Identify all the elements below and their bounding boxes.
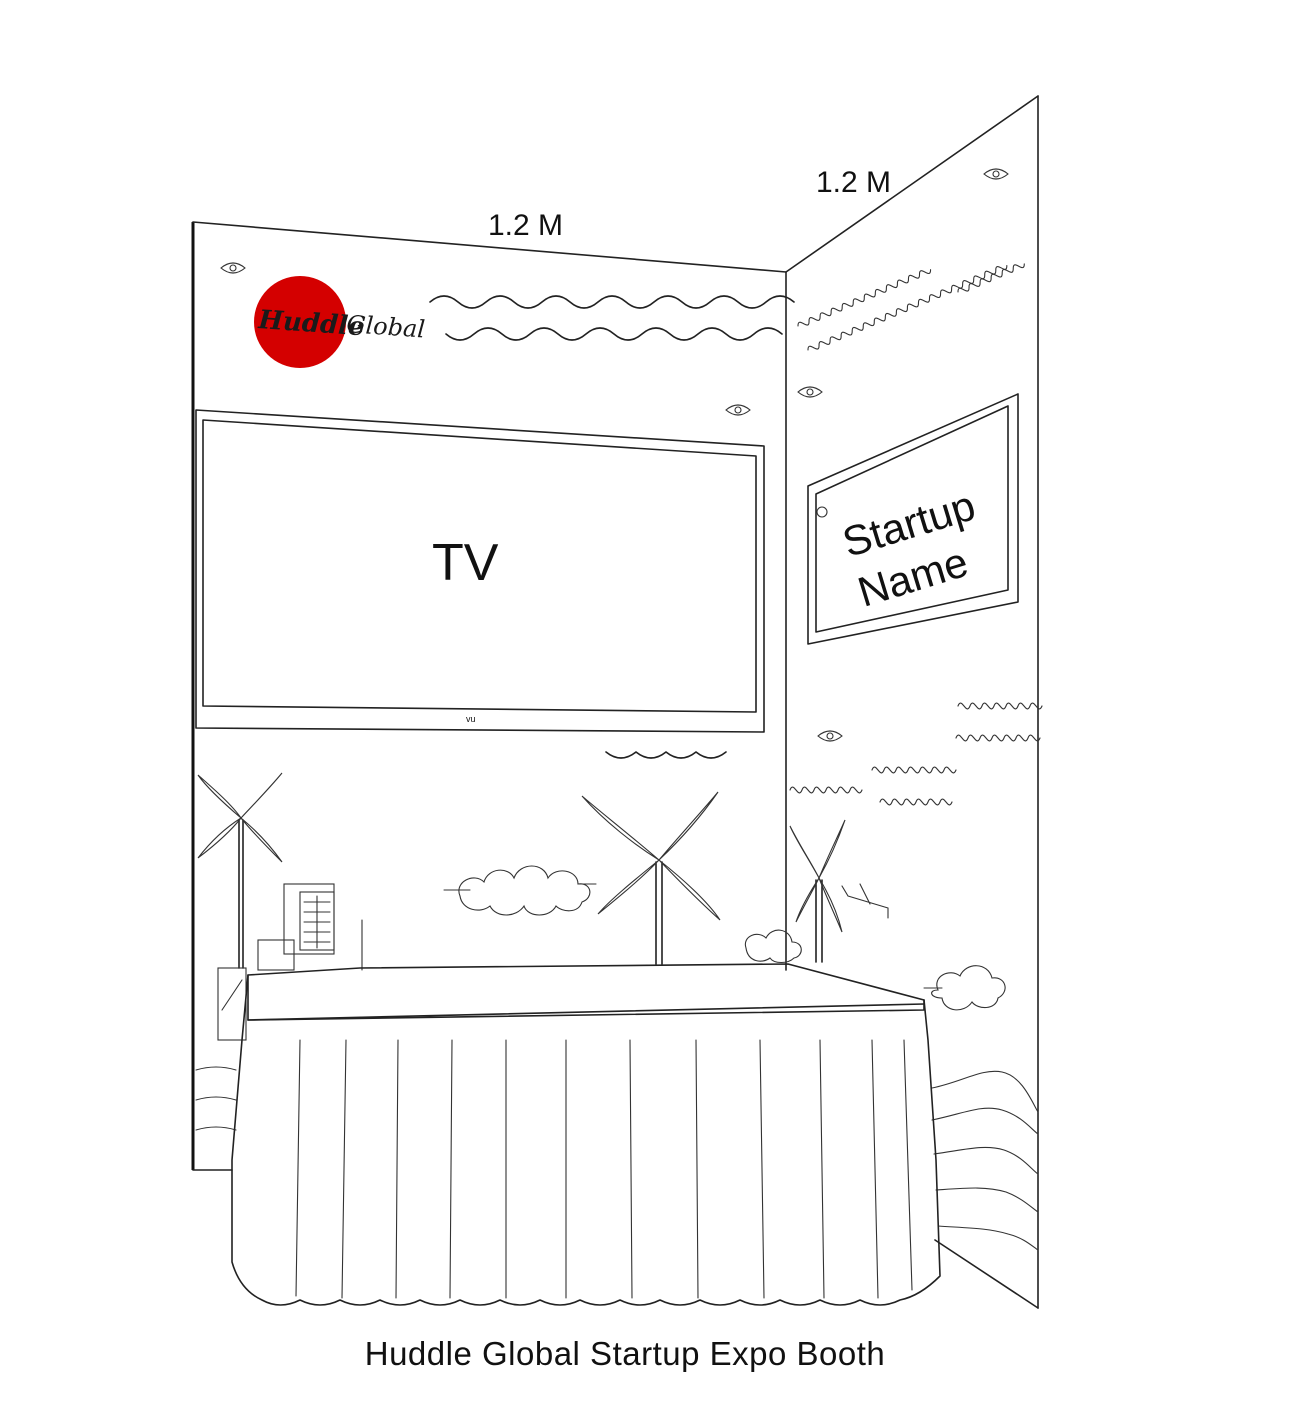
eye-icon	[817, 730, 843, 742]
side-wall: 1.2 M	[785, 95, 1039, 1309]
logo-brand-part2: Global	[346, 310, 426, 343]
wave-doodle	[429, 295, 795, 759]
windmill-icon	[197, 772, 283, 969]
back-wall-dimension-label: 1.2 M	[488, 209, 563, 242]
tv-label: TV	[432, 534, 499, 592]
booth-caption: Huddle Global Startup Expo Booth	[364, 1335, 886, 1372]
side-wall-dimension-label: 1.2 M	[816, 166, 891, 199]
windmill-icon	[581, 791, 721, 965]
tv-brand-mark: vu	[466, 714, 476, 724]
table-icon	[231, 963, 941, 1306]
huddle-global-logo: Huddle Global	[254, 276, 426, 368]
eye-icon	[983, 168, 1009, 180]
logo-red-circle	[254, 276, 346, 368]
logo-brand-part1: Huddle	[257, 305, 366, 342]
eye-icon	[725, 404, 751, 416]
tv-screen: TV vu	[195, 409, 765, 733]
startup-name-sign: Startup Name	[807, 393, 1019, 645]
ground-wave-doodle	[195, 1066, 1039, 1251]
eye-icon	[220, 262, 246, 274]
back-wall: 1.2 M	[191, 209, 787, 1171]
windmill-icon	[789, 819, 846, 963]
cloud-doodle	[443, 865, 1006, 1011]
eye-icon	[797, 386, 823, 398]
wave-doodle	[789, 263, 1043, 806]
